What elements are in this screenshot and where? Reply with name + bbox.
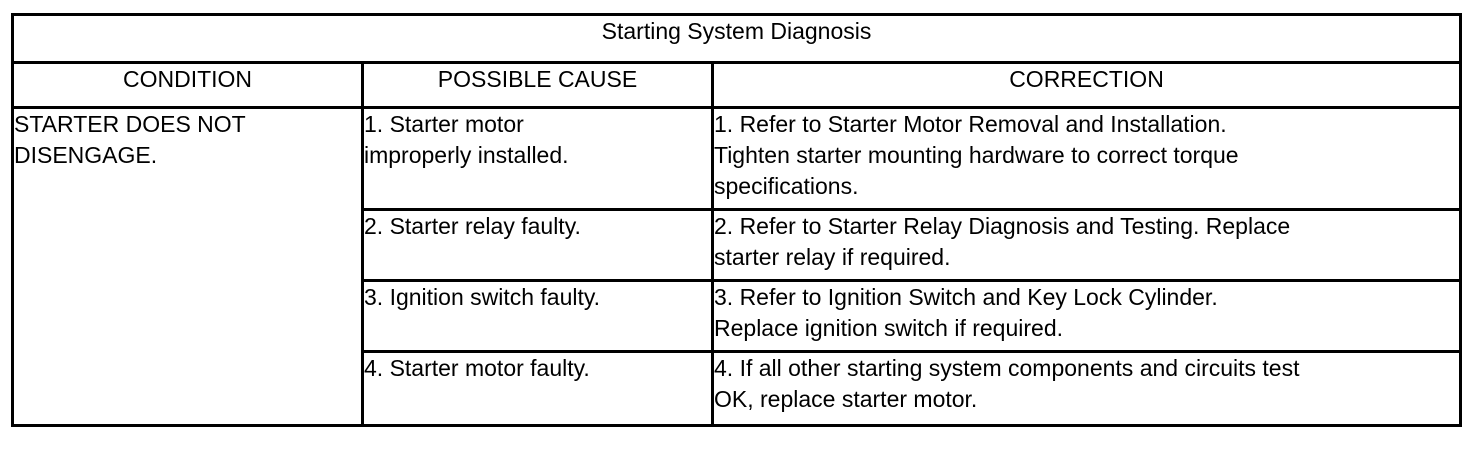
correction-cell-1: 1. Refer to Starter Motor Removal and In… xyxy=(710,106,1463,211)
column-header-possible-cause-label: POSSIBLE CAUSE xyxy=(437,66,638,92)
page-title: Starting System Diagnosis xyxy=(601,18,872,44)
table-title-row: Starting System Diagnosis xyxy=(10,13,1463,64)
condition-cell: STARTER DOES NOT DISENGAGE. xyxy=(11,106,364,427)
column-header-condition-label: CONDITION xyxy=(122,66,253,92)
possible-cause-cell-3: 3. Ignition switch faulty. xyxy=(361,279,714,353)
table-header-row: CONDITION POSSIBLE CAUSE CORRECTION xyxy=(11,61,1463,109)
possible-cause-text-4: 4. Starter motor faulty. xyxy=(364,355,590,381)
possible-cause-cell-1: 1. Starter motor improperly installed. xyxy=(361,106,714,211)
table-row: STARTER DOES NOT DISENGAGE. 1. Starter m… xyxy=(11,106,1463,427)
condition-text: STARTER DOES NOT DISENGAGE. xyxy=(14,111,246,168)
table-title-cell: Starting System Diagnosis xyxy=(10,13,1463,64)
correction-cell-4: 4. If all other starting system componen… xyxy=(710,350,1463,427)
correction-text-2: 2. Refer to Starter Relay Diagnosis and … xyxy=(714,213,1291,270)
correction-cell-3: 3. Refer to Ignition Switch and Key Lock… xyxy=(710,279,1463,353)
possible-cause-text-3: 3. Ignition switch faulty. xyxy=(364,284,601,310)
possible-cause-text-2: 2. Starter relay faulty. xyxy=(364,213,581,239)
table-row: 3. Ignition switch faulty. 3. Refer to I… xyxy=(13,279,1463,353)
correction-text-3: 3. Refer to Ignition Switch and Key Lock… xyxy=(714,284,1218,341)
possible-cause-cell-2: 2. Starter relay faulty. xyxy=(361,208,714,282)
table-row: 2. Starter relay faulty. 2. Refer to Sta… xyxy=(13,208,1463,282)
column-header-correction: CORRECTION xyxy=(710,61,1463,109)
starting-system-diagnosis-table: Starting System Diagnosis CONDITION POSS… xyxy=(10,13,1463,427)
table-row: 4. Starter motor faulty. 4. If all other… xyxy=(13,350,1463,427)
column-header-correction-label: CORRECTION xyxy=(1009,66,1164,92)
correction-cell-2: 2. Refer to Starter Relay Diagnosis and … xyxy=(710,208,1463,282)
possible-cause-cell-4: 4. Starter motor faulty. xyxy=(361,350,714,427)
correction-text-4: 4. If all other starting system componen… xyxy=(714,355,1300,412)
possible-cause-text-1: 1. Starter motor improperly installed. xyxy=(364,111,569,168)
correction-text-1: 1. Refer to Starter Motor Removal and In… xyxy=(714,111,1239,199)
column-header-condition: CONDITION xyxy=(11,61,364,109)
column-header-possible-cause: POSSIBLE CAUSE xyxy=(361,61,714,109)
